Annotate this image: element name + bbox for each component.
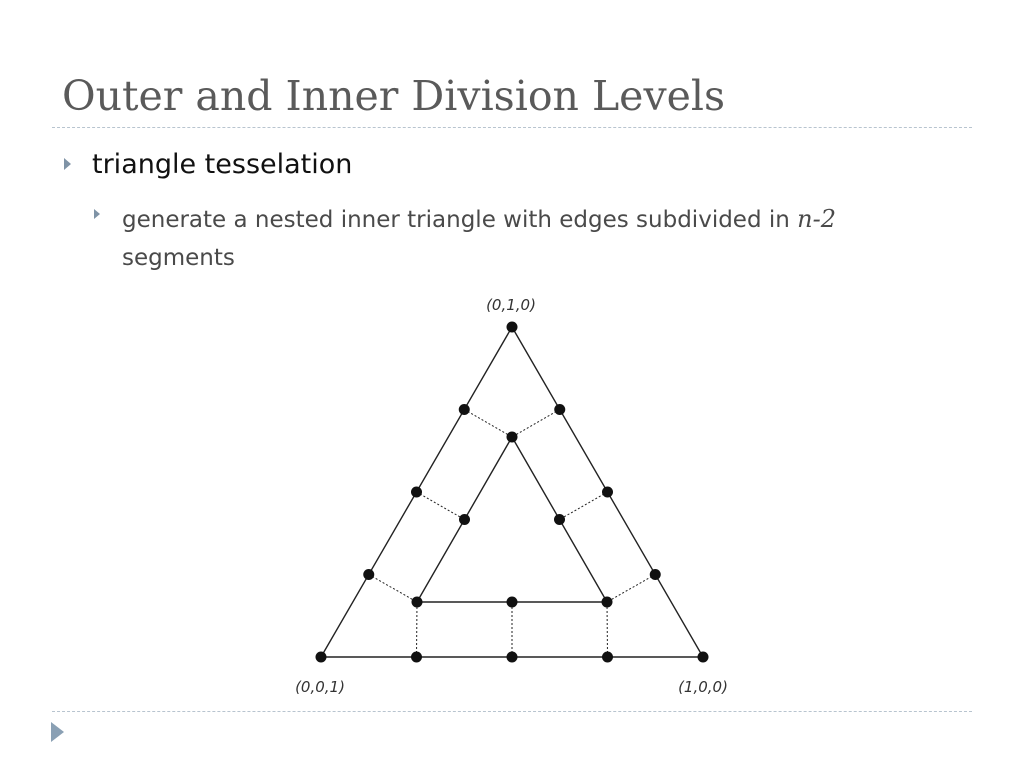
outer-vertex <box>697 651 709 663</box>
outer-vertex <box>649 569 661 580</box>
outer-vertex <box>458 404 470 415</box>
title-divider <box>52 127 972 128</box>
label-bottom-left-vertex: (0,0,1) <box>295 678 345 696</box>
outer-vertex <box>411 486 422 498</box>
connector-line <box>416 491 465 520</box>
connector-line <box>511 409 560 438</box>
math-n-minus-2: n-2 <box>797 205 836 233</box>
sub-bullet-text: generate a nested inner triangle with ed… <box>122 200 952 277</box>
connector-line <box>606 574 656 603</box>
connector-line <box>416 601 418 658</box>
inner-vertex <box>506 596 518 608</box>
connector-line <box>606 601 608 658</box>
label-top-vertex: (0,1,0) <box>486 296 536 314</box>
inner-vertex <box>459 514 470 525</box>
label-bottom-right-vertex: (1,0,0) <box>678 678 728 696</box>
slide-title: Outer and Inner Division Levels <box>62 72 726 120</box>
inner-vertex <box>506 431 518 443</box>
outer-vertex <box>315 651 327 663</box>
sub-bullet-text-before: generate a nested inner triangle with ed… <box>122 207 798 233</box>
sub-bullet-text-after: segments <box>122 245 235 271</box>
triangle-right-icon <box>94 209 100 219</box>
play-arrow-icon[interactable] <box>51 722 64 742</box>
outer-vertex <box>602 486 613 498</box>
outer-vertex <box>506 321 518 333</box>
inner-vertex <box>601 596 613 608</box>
inner-vertex <box>554 514 565 525</box>
bullet-text: triangle tesselation <box>92 149 353 180</box>
outer-vertex <box>602 651 613 663</box>
connector-line <box>368 574 418 603</box>
footer-divider <box>52 711 972 712</box>
connector-line <box>559 491 608 520</box>
diagram-vertices <box>315 321 709 663</box>
outer-vertex <box>506 651 518 663</box>
outer-vertex <box>363 569 375 580</box>
triangle-right-icon <box>64 158 71 170</box>
outer-vertex <box>554 404 566 415</box>
outer-vertex <box>411 651 422 663</box>
tessellation-diagram: (0,1,0) (0,0,1) (1,0,0) <box>295 296 728 696</box>
inner-vertex <box>411 596 423 608</box>
connector-line <box>464 409 513 438</box>
